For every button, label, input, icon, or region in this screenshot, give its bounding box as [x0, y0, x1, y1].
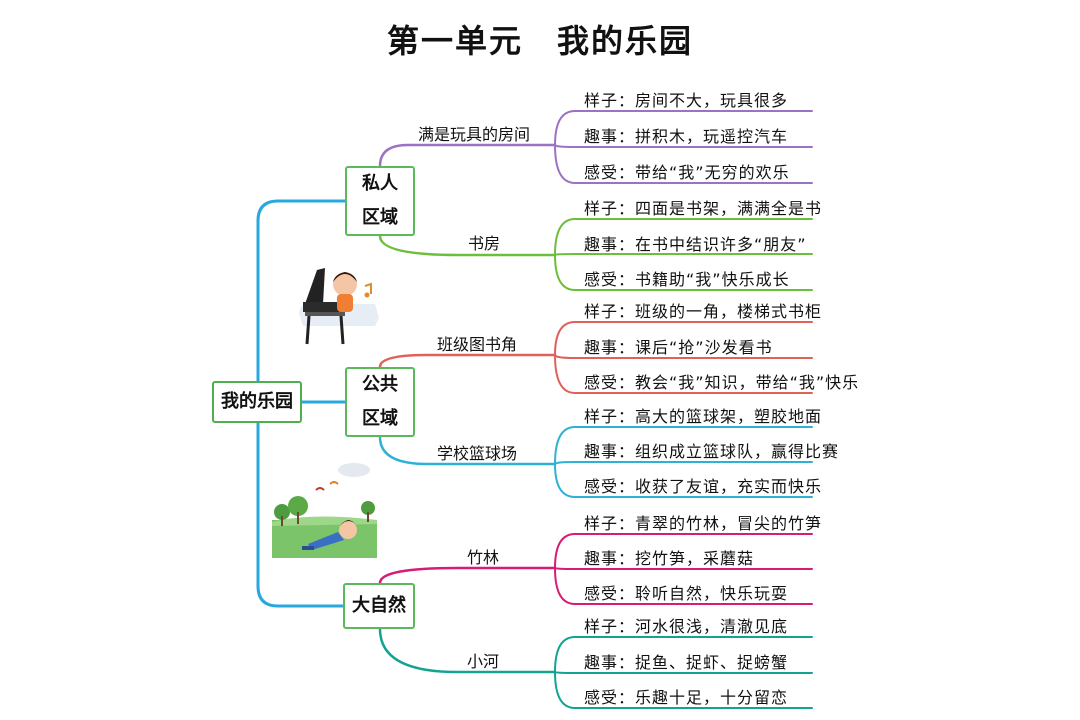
leaf-text: 感受：聆听自然，快乐玩耍 [584, 584, 789, 603]
leaf-underline [554, 567, 813, 605]
branch-label-study: 书房 [468, 234, 501, 253]
leaf-underline [554, 671, 813, 709]
leaf-text: 趣事：挖竹笋，采蘑菇 [584, 549, 755, 568]
leaf-underline [554, 144, 813, 184]
node-label-line2: 区域 [362, 207, 398, 228]
leaf-text: 样子：房间不大，玩具很多 [584, 91, 789, 110]
leaf-text: 样子：河水很浅，清澈见底 [584, 617, 789, 636]
leaf-text: 感受：带给“我”无穷的欢乐 [584, 163, 790, 182]
node-label-line1: 公共 [362, 373, 398, 395]
leaf-underline [554, 636, 813, 673]
leaf-underline [554, 533, 813, 569]
leaf-text: 趣事：拼积木，玩遥控汽车 [584, 127, 789, 146]
branch-line [378, 435, 557, 466]
leaf-underline [554, 354, 813, 394]
branch-line [378, 234, 557, 257]
root-node: 我的乐园 [212, 381, 302, 423]
leaf-text: 趣事：课后“抢”沙发看书 [584, 338, 773, 357]
leaf-text: 样子：四面是书架，满满全是书 [584, 199, 823, 218]
branch-line [378, 353, 557, 369]
leaf-text: 趣事：组织成立篮球队，赢得比赛 [584, 442, 840, 461]
branch-line [378, 566, 557, 585]
leaf-underline [554, 463, 813, 498]
leaf-text: 感受：乐趣十足，十分留恋 [584, 688, 789, 707]
node-label-line1: 私人 [362, 172, 398, 194]
branch-line [378, 627, 557, 674]
leaf-text: 样子：班级的一角，楼梯式书柜 [584, 302, 823, 321]
leaf-underline [554, 461, 813, 465]
branch-label-class-library: 班级图书角 [437, 335, 518, 354]
root-label: 我的乐园 [221, 390, 293, 412]
branch-label-toy-room: 满是玩具的房间 [418, 125, 531, 144]
node-label-line1: 大自然 [352, 594, 406, 616]
leaf-text: 感受：收获了友谊，充实而快乐 [584, 477, 823, 496]
branch-label-basketball-court: 学校篮球场 [437, 444, 518, 463]
branch-label-river: 小河 [467, 652, 500, 671]
node-public-area: 公共 区域 [345, 367, 415, 437]
leaf-text: 趣事：捉鱼、捉虾、捉螃蟹 [584, 653, 789, 672]
branch-line [378, 143, 557, 168]
leaf-text: 感受：教会“我”知识，带给“我”快乐 [584, 373, 860, 392]
leaf-text: 样子：青翠的竹林，冒尖的竹笋 [584, 514, 823, 533]
node-label-line2: 区域 [362, 408, 398, 429]
piano-girl-illustration [299, 268, 379, 345]
page-title: 第一单元 我的乐园 [386, 22, 693, 60]
leaf-underline [554, 426, 813, 465]
leaf-underline [554, 110, 813, 146]
leaf-underline [554, 218, 813, 256]
leaf-underline [554, 254, 813, 291]
branch-label-bamboo-forest: 竹林 [467, 548, 500, 567]
leaf-text: 感受：书籍助“我”快乐成长 [584, 270, 790, 289]
node-nature: 大自然 [343, 583, 415, 629]
node-private-area: 私人 区域 [345, 166, 415, 236]
leaf-text: 趣事：在书中结识许多“朋友” [584, 235, 807, 254]
meadow-boy-illustration [272, 463, 377, 558]
leaf-underline [554, 321, 813, 356]
leaf-text: 样子：高大的篮球架，塑胶地面 [584, 407, 823, 426]
